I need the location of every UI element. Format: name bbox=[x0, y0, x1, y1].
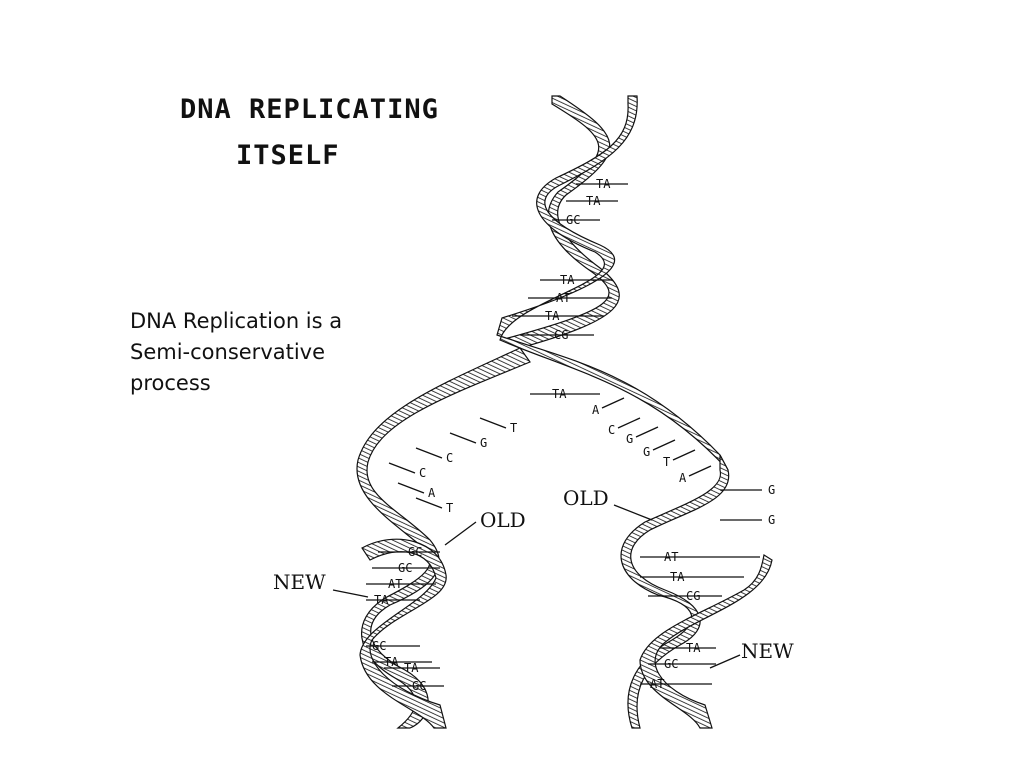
left-unpaired-base: T bbox=[446, 501, 453, 515]
base-pair-rung bbox=[388, 462, 416, 474]
left-daughter-base-pair: TA bbox=[384, 655, 399, 669]
left-unpaired-base: A bbox=[428, 486, 436, 500]
right-daughter-base-pair: AT bbox=[650, 677, 664, 691]
caption-line-3: process bbox=[130, 371, 211, 395]
base-pair-rungs bbox=[366, 183, 762, 687]
right-unpaired-base: G bbox=[768, 513, 775, 527]
left-unpaired-base: T bbox=[510, 421, 517, 435]
base-pair-rung bbox=[415, 447, 443, 459]
base-pair-rung bbox=[479, 417, 507, 429]
label-new-right: NEW bbox=[741, 639, 794, 663]
right-daughter-base-pair: GC bbox=[664, 657, 678, 671]
left-daughter-base-pair: GC bbox=[412, 679, 426, 693]
title-line-2: ITSELF bbox=[236, 140, 340, 171]
base-pair-rung bbox=[601, 397, 625, 409]
pointer-old-right bbox=[613, 504, 653, 521]
parent-base-pair: TA bbox=[552, 387, 567, 401]
parent-base-pair: TA bbox=[545, 309, 560, 323]
label-new-left: NEW bbox=[273, 570, 326, 594]
left-daughter-base-pair: AT bbox=[388, 577, 402, 591]
parent-base-pair: TA bbox=[596, 177, 611, 191]
parent-base-pair: TA bbox=[586, 194, 601, 208]
caption: DNA Replication is a Semi-conservative p… bbox=[130, 306, 390, 399]
base-pair-rung bbox=[617, 417, 641, 429]
base-pair-rung bbox=[397, 482, 425, 494]
base-pair-rung bbox=[415, 497, 443, 509]
caption-line-1: DNA Replication is a bbox=[130, 309, 343, 333]
left-unpaired-base: G bbox=[480, 436, 487, 450]
right-unpaired-base: C bbox=[608, 423, 615, 437]
base-pair-rung bbox=[652, 439, 676, 451]
right-daughter-base-pair: TA bbox=[670, 570, 685, 584]
right-daughter-base-pair: CG bbox=[686, 589, 700, 603]
right-old-strand bbox=[620, 454, 730, 729]
pointer-new-left bbox=[332, 589, 369, 598]
left-daughter-base-pair: TA bbox=[404, 661, 419, 675]
right-unpaired-base: T bbox=[663, 455, 670, 469]
parent-base-pair: GC bbox=[566, 213, 580, 227]
pointer-old-left bbox=[444, 521, 477, 546]
left-unpaired-base: C bbox=[419, 466, 426, 480]
pointer-new-right bbox=[709, 654, 741, 669]
right-unpaired-base: G bbox=[768, 483, 775, 497]
right-daughter-base-pair: AT bbox=[664, 550, 678, 564]
parent-base-pair: CG bbox=[554, 328, 568, 342]
right-daughter-base-pair: TA bbox=[686, 641, 701, 655]
right-new-strand bbox=[639, 554, 773, 729]
base-pair-rung bbox=[449, 432, 477, 444]
right-unpaired-base: A bbox=[592, 403, 600, 417]
left-old-strand bbox=[356, 347, 531, 729]
right-unpaired-base: G bbox=[626, 432, 633, 446]
left-daughter-base-pair: GC bbox=[398, 561, 412, 575]
base-labels: TATAGCTAATTACGTATGCCATACGGTAGGGCGCATTAGC… bbox=[372, 177, 775, 693]
label-pointers bbox=[332, 504, 741, 669]
parent-base-pair: TA bbox=[560, 273, 575, 287]
label-old-right: OLD bbox=[563, 486, 609, 510]
base-pair-rung bbox=[672, 449, 696, 461]
left-daughter-base-pair: TA bbox=[374, 593, 389, 607]
right-unpaired-base: G bbox=[643, 445, 650, 459]
left-daughter-base-pair: GC bbox=[372, 639, 386, 653]
parent-base-pair: AT bbox=[556, 291, 570, 305]
left-new-strand bbox=[359, 538, 447, 729]
left-unpaired-base: C bbox=[446, 451, 453, 465]
title-line-1: DNA REPLICATING bbox=[180, 94, 439, 125]
caption-line-2: Semi-conservative bbox=[130, 340, 326, 364]
dna-strands bbox=[356, 95, 773, 729]
label-old-left: OLD bbox=[480, 508, 526, 532]
base-pair-rung bbox=[635, 426, 659, 438]
left-daughter-base-pair: GC bbox=[408, 545, 422, 559]
right-unpaired-base: A bbox=[679, 471, 687, 485]
base-pair-rung bbox=[688, 465, 712, 477]
